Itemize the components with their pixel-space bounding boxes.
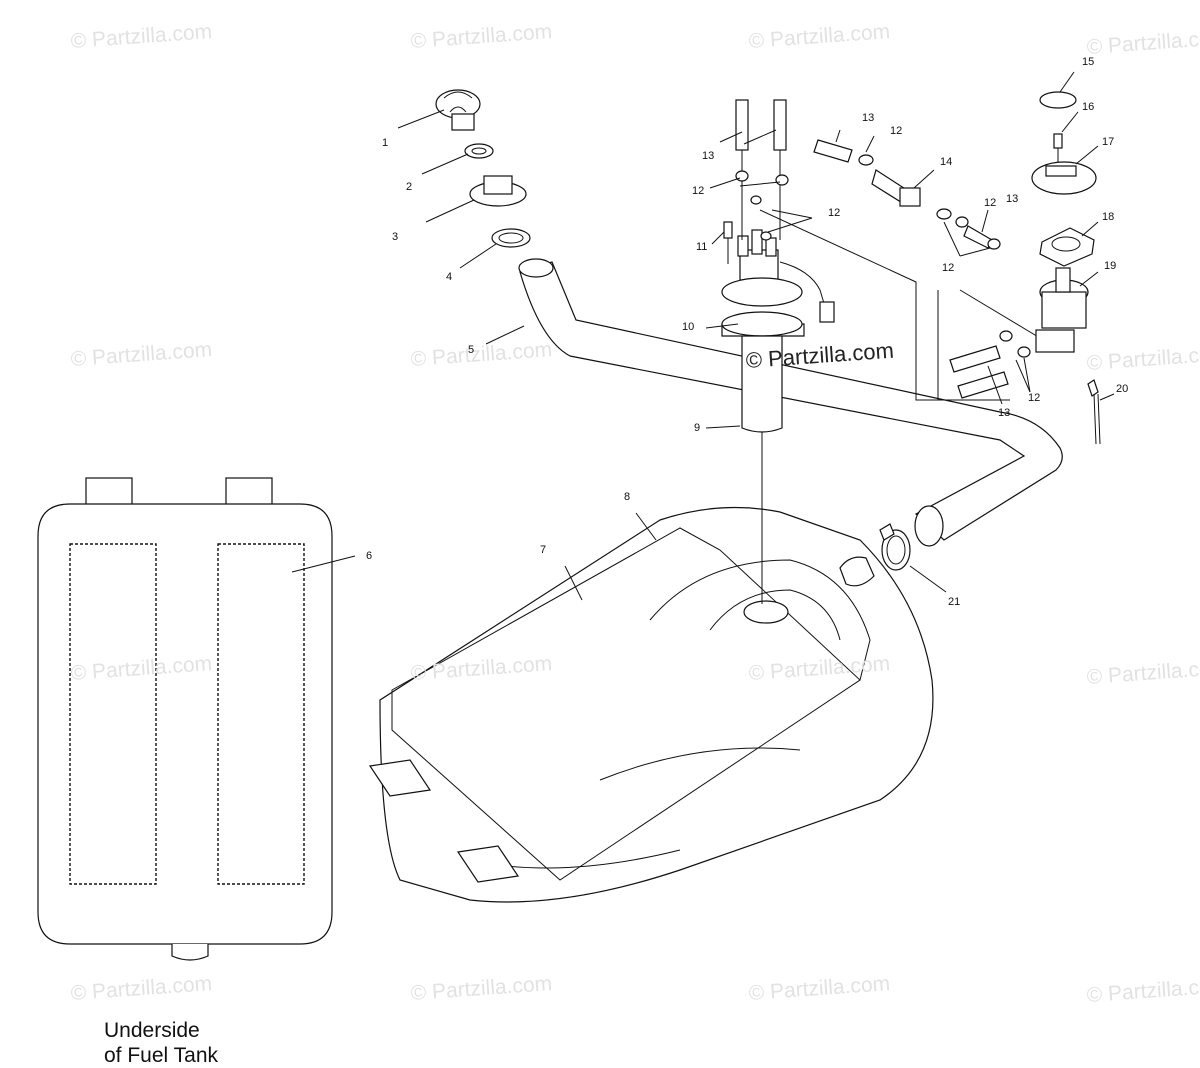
- callout-12: 12: [890, 125, 903, 137]
- filler-hose: [485, 258, 1063, 547]
- callout-13-bottom: 13: [998, 407, 1011, 419]
- callout-17: 17: [1102, 136, 1115, 148]
- hose-clamp: [879, 523, 947, 593]
- callout-12-upper-left: 12: [692, 185, 705, 197]
- callout-11: 11: [696, 241, 708, 253]
- gauge-assembly: [1031, 71, 1099, 353]
- callout-13-upper-left: 13: [702, 150, 715, 162]
- callout-9: 9: [694, 422, 701, 434]
- callout-12-center: 12: [828, 207, 841, 219]
- callout-14: 14: [940, 156, 953, 168]
- callout-3: 3: [392, 231, 399, 243]
- callout-4: 4: [446, 271, 453, 283]
- callout-8: 8: [624, 491, 631, 503]
- vent-hoses: [709, 99, 1041, 405]
- callout-5: 5: [468, 344, 475, 356]
- callout-1: 1: [382, 137, 389, 149]
- fuel-tank: [368, 506, 934, 903]
- callout-6: 6: [366, 550, 373, 562]
- callout-12-bottom: 12: [1028, 392, 1041, 404]
- underside-caption: Underside of Fuel Tank: [104, 1018, 218, 1068]
- fuel-sender-assembly: [705, 221, 835, 604]
- callout-10: 10: [682, 321, 695, 333]
- fuel-tank-underside: [37, 477, 356, 961]
- callout-21: 21: [948, 596, 961, 608]
- callout-16: 16: [1082, 101, 1095, 113]
- callout-20: 20: [1116, 383, 1129, 395]
- callout-12-right: 12: [984, 197, 997, 209]
- callout-2: 2: [406, 181, 413, 193]
- dipstick: [1087, 379, 1115, 445]
- caption-line-1: Underside: [104, 1019, 200, 1042]
- callout-12-lower: 12: [942, 262, 955, 274]
- callout-13: 13: [862, 112, 875, 124]
- callout-18: 18: [1102, 211, 1115, 223]
- callout-19: 19: [1104, 260, 1117, 272]
- filler-cap-assembly: [397, 89, 531, 269]
- callout-15: 15: [1082, 56, 1095, 68]
- callout-7: 7: [540, 544, 547, 556]
- callout-13-right: 13: [1006, 193, 1019, 205]
